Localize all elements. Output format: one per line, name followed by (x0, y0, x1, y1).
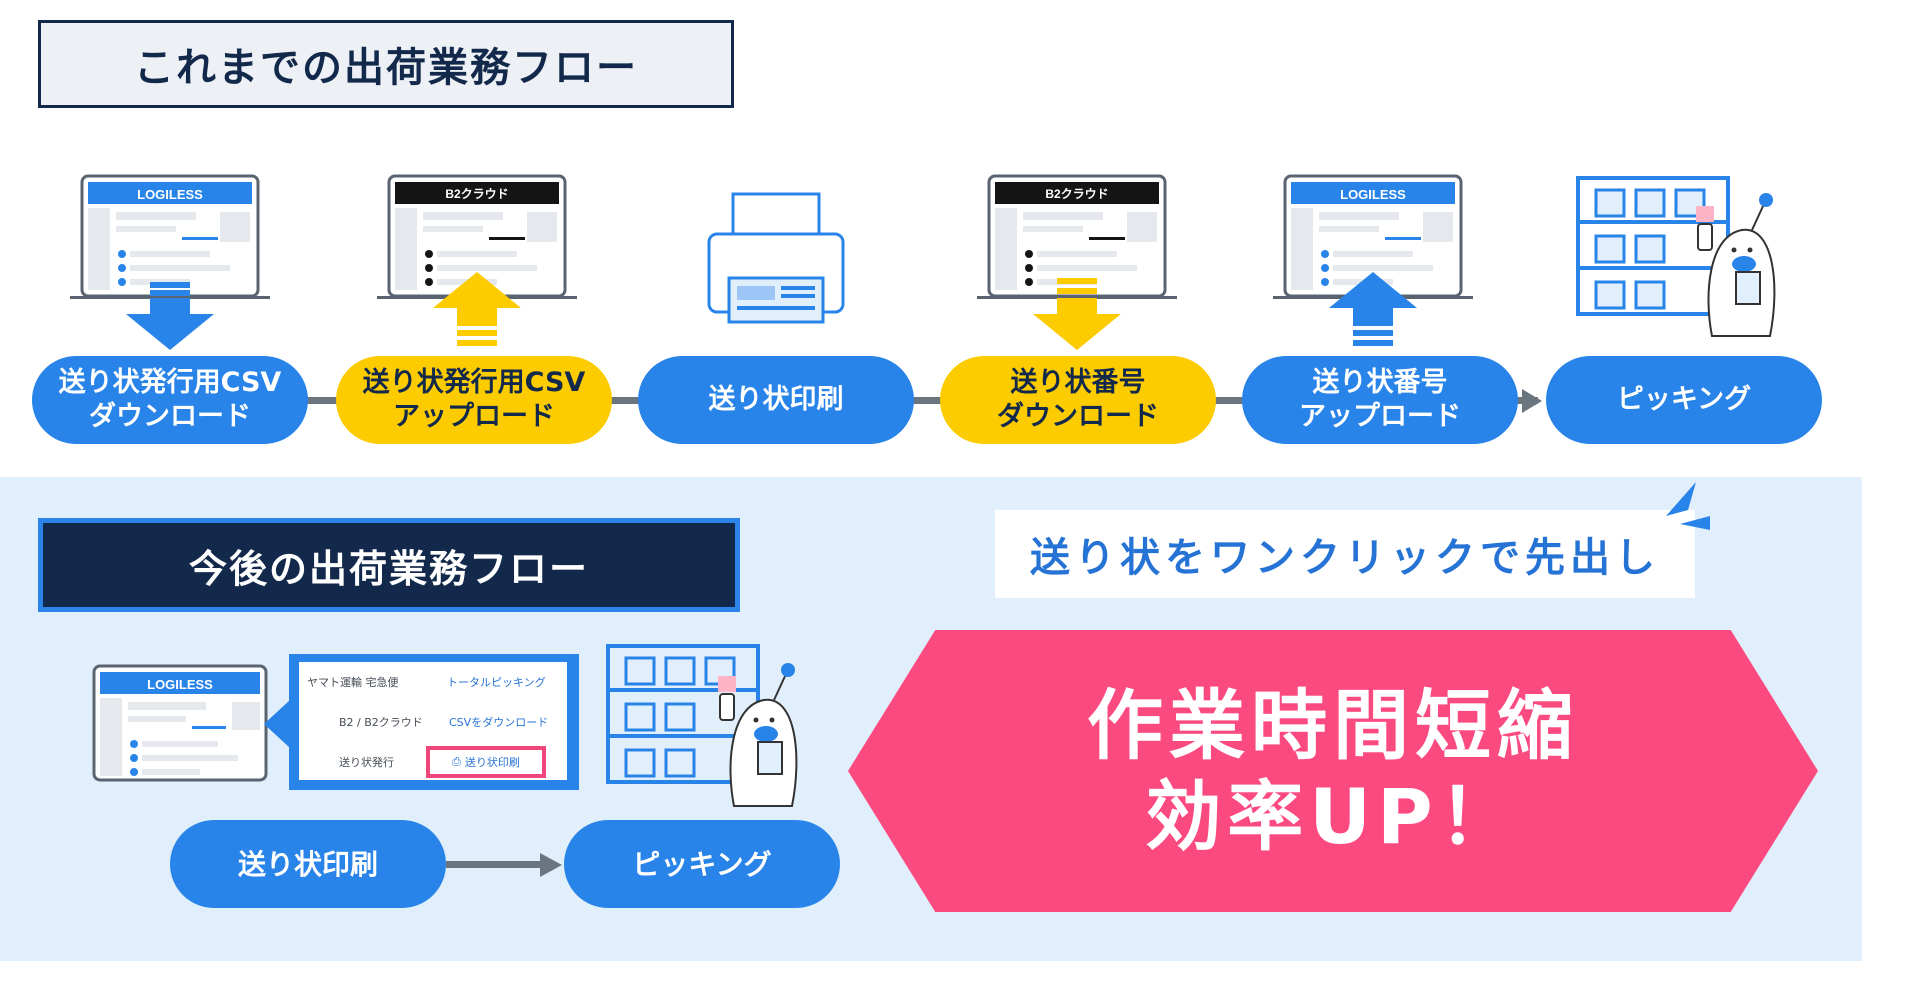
total-picking-link[interactable]: トータルピッキング (447, 676, 546, 689)
panel-row: 送り状発行 (299, 742, 567, 780)
new-step-print-labels: 送り状印刷 (170, 820, 446, 908)
shelf-mascot-icon (606, 644, 798, 807)
result-line1: 作業時間短縮 (1087, 680, 1579, 770)
print-label-text: 送り状印刷 (464, 756, 520, 769)
result-hexagon: 作業時間短縮 効率UP！ (848, 630, 1818, 912)
panel-carrier-label: ヤマト運輸 宅急便 (307, 676, 399, 689)
logiless-monitor-upload-icon: LOGILESS (1273, 174, 1473, 346)
step-line1: ピッキング (1616, 384, 1752, 416)
step-picking: ピッキング (1546, 356, 1822, 444)
step-print-labels: 送り状印刷 (638, 356, 914, 444)
screen-panel: ヤマト運輸 宅急便 トータルピッキング B2 / B2クラウド CSVをダウンロ… (289, 654, 579, 790)
b2-monitor-upload-icon: B2クラウド (377, 174, 577, 346)
panel-b2-label: B2 / B2クラウド (339, 716, 423, 729)
panel-row: B2 / B2クラウド CSVをダウンロード (299, 702, 567, 740)
panel-issue-label: 送り状発行 (339, 756, 394, 769)
shelf-mascot-icon (1576, 176, 1776, 337)
monitor-logo-label: LOGILESS (147, 677, 213, 692)
flow-connector (446, 861, 546, 868)
step-line1: 送り状番号 (1312, 367, 1448, 399)
step-line1: 送り状印刷 (708, 384, 844, 416)
csv-download-link[interactable]: CSVをダウンロード (449, 716, 549, 729)
step-number-upload: 送り状番号アップロード (1242, 356, 1518, 444)
step-line2: ダウンロード (997, 401, 1159, 432)
b2-monitor-download-icon: B2クラウド (977, 174, 1177, 350)
flow-connector (1200, 397, 1250, 404)
flow-connector (300, 397, 350, 404)
logiless-monitor-download-icon: LOGILESS (70, 174, 270, 350)
panel-content: ヤマト運輸 宅急便 トータルピッキング B2 / B2クラウド CSVをダウンロ… (299, 662, 567, 780)
new-flow-title: 今後の出荷業務フロー (38, 518, 740, 612)
printer-icon: ⎙ (452, 755, 461, 768)
panel-pointer (264, 700, 290, 748)
step-line2: アップロード (392, 401, 555, 432)
callout-one-click: 送り状をワンクリックで先出し (995, 510, 1695, 598)
print-label-button[interactable]: ⎙ 送り状印刷 (426, 746, 546, 778)
panel-row: ヤマト運輸 宅急便 トータルピッキング (299, 662, 567, 700)
step-number-download: 送り状番号ダウンロード (940, 356, 1216, 444)
monitor-logo-label: LOGILESS (137, 187, 203, 202)
monitor-b2-label: B2クラウド (445, 187, 508, 201)
step-line2: ダウンロード (88, 401, 251, 432)
flow-connector (600, 397, 650, 404)
arrow-head-icon (1522, 389, 1542, 413)
flow-connector (1500, 397, 1538, 404)
step-line1: 送り状発行用CSV (362, 367, 586, 399)
logiless-monitor-icon: LOGILESS (92, 664, 268, 782)
step-line1: 送り状発行用CSV (58, 367, 282, 399)
old-flow-title: これまでの出荷業務フロー (38, 20, 734, 108)
flow-connector (900, 397, 950, 404)
printer-icon (707, 192, 845, 324)
new-step-picking: ピッキング (564, 820, 840, 908)
monitor-logo-label: LOGILESS (1340, 187, 1406, 202)
step-line2: アップロード (1299, 401, 1461, 432)
step-line1: 送り状番号 (1010, 367, 1146, 399)
result-line2: 効率UP！ (1145, 772, 1521, 861)
arrow-head-icon (540, 853, 562, 877)
accent-mark-icon (1666, 482, 1710, 530)
monitor-b2-label: B2クラウド (1045, 187, 1108, 201)
